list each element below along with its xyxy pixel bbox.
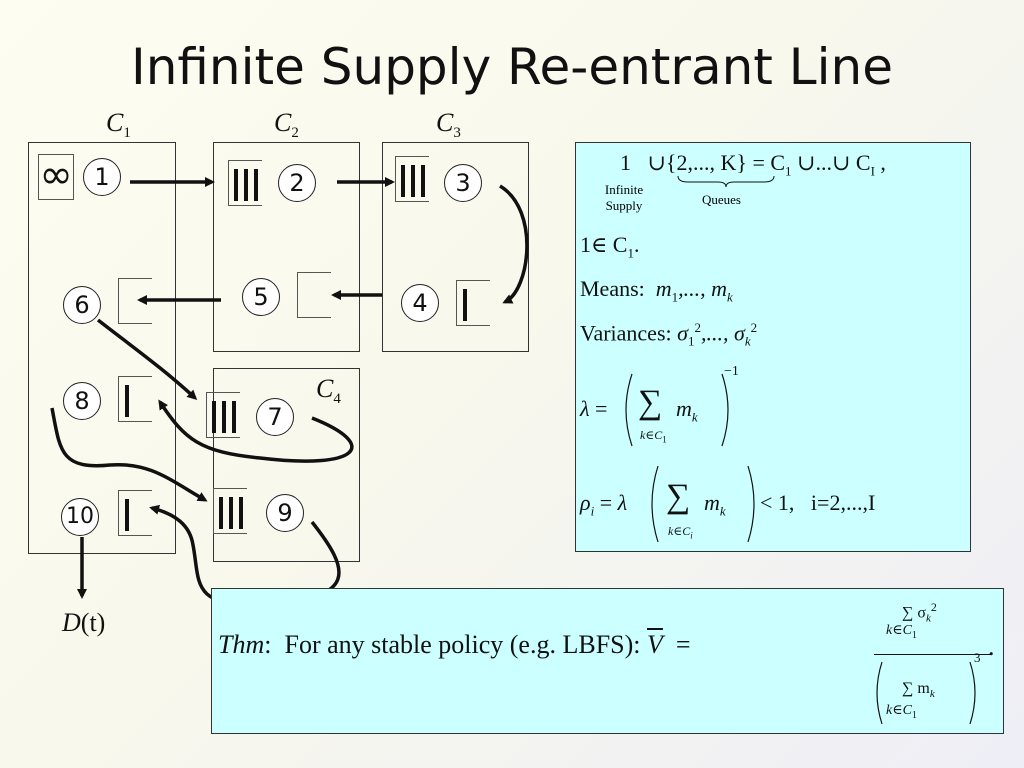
station-c4-label: C4 bbox=[316, 374, 341, 408]
theorem-period: . bbox=[988, 632, 995, 661]
buffer-4 bbox=[456, 280, 490, 326]
formula-panel bbox=[575, 142, 971, 552]
queue-5: 5 bbox=[242, 278, 280, 316]
theorem-text: Thm: For any stable policy (e.g. LBFS): … bbox=[218, 630, 691, 659]
station-c2-label: C2 bbox=[274, 108, 299, 142]
buffer-7 bbox=[206, 392, 240, 438]
queue-6: 6 bbox=[63, 286, 101, 324]
formula-lambda: λ = bbox=[580, 396, 608, 421]
rho-mk: mk bbox=[704, 490, 726, 519]
v-bar: V bbox=[647, 630, 663, 659]
lambda-mk: mk bbox=[676, 396, 698, 425]
theorem-fraction-bar bbox=[874, 654, 992, 655]
queue-10: 10 bbox=[61, 498, 99, 536]
theorem-numerator-index: k∈C1 bbox=[886, 623, 917, 641]
theorem-panel bbox=[211, 588, 1004, 734]
rho-sum-index: k∈Ci bbox=[668, 524, 693, 541]
queues-caption: Queues bbox=[702, 192, 741, 207]
formula-rho: ρi = λ bbox=[580, 490, 628, 519]
theorem-numerator: ∑ σk2 bbox=[902, 600, 937, 625]
departure-label: D(t) bbox=[62, 608, 106, 637]
lambda-sum: ∑ bbox=[638, 384, 663, 421]
queue-8: 8 bbox=[63, 382, 101, 420]
rho-inequality: < 1, i=2,...,I bbox=[760, 490, 876, 515]
buffer-5 bbox=[297, 272, 331, 318]
arrow-7-to-8 bbox=[158, 399, 354, 463]
queue-2: 2 bbox=[278, 164, 316, 202]
rho-sum: ∑ bbox=[666, 478, 691, 515]
arrow-8-to-9 bbox=[50, 407, 208, 502]
lambda-exponent: −1 bbox=[724, 364, 739, 379]
station-c3-label: C3 bbox=[436, 108, 461, 142]
infinite-supply-buffer: ∞ bbox=[38, 152, 74, 200]
buffer-3 bbox=[395, 156, 429, 202]
buffer-2 bbox=[228, 160, 262, 206]
rho-parens bbox=[651, 465, 755, 543]
theorem-cube: 3 bbox=[974, 650, 981, 665]
queue-3: 3 bbox=[444, 164, 482, 202]
infinite-supply-caption: Infinite Supply bbox=[604, 182, 644, 213]
slide-title: Infinite Supply Re-entrant Line bbox=[131, 38, 893, 96]
theorem-denominator-index: k∈C1 bbox=[886, 703, 917, 721]
formula-means: Means: m1,..., mk bbox=[580, 276, 733, 305]
queues-brace bbox=[677, 175, 775, 188]
theorem-denominator: ∑ mk bbox=[902, 680, 935, 701]
buffer-10 bbox=[118, 490, 152, 536]
station-c1-label: C1 bbox=[106, 108, 131, 142]
station-c4-box bbox=[213, 368, 360, 562]
arrow-3-to-4 bbox=[499, 184, 529, 304]
arrow-6-to-7 bbox=[96, 318, 198, 401]
queue-9: 9 bbox=[266, 494, 304, 532]
station-c2-box bbox=[213, 142, 360, 352]
queue-1: 1 bbox=[83, 158, 121, 196]
station-c1-box bbox=[28, 142, 176, 554]
buffer-8 bbox=[118, 376, 152, 422]
lambda-sum-index: k∈C1 bbox=[640, 428, 667, 445]
queue-4: 4 bbox=[401, 284, 439, 322]
formula-variances: Variances: σ12,..., σk2 bbox=[580, 320, 758, 349]
lambda-parens bbox=[625, 373, 729, 447]
formula-membership: 1∈ C1. bbox=[580, 232, 640, 261]
buffer-6 bbox=[118, 278, 152, 324]
formula-partition: 1 ∪{2,..., K} = C1 ∪...∪ CI , bbox=[620, 150, 886, 179]
theorem-den-parens bbox=[876, 661, 976, 725]
queue-7: 7 bbox=[256, 398, 294, 436]
buffer-9 bbox=[213, 488, 247, 534]
